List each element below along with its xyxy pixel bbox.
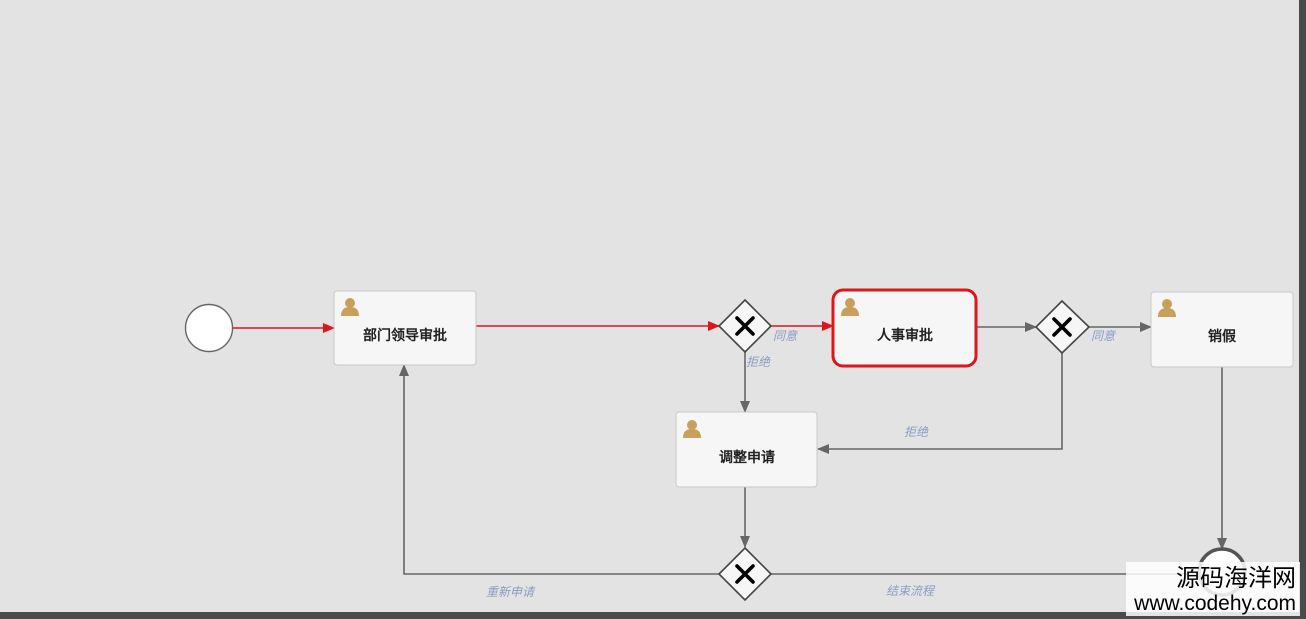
watermark-site-name: 源码海洋网 bbox=[1176, 564, 1296, 592]
label-g1-reject: 拒绝 bbox=[746, 355, 771, 369]
x-icon bbox=[1052, 317, 1072, 337]
gateway-g2[interactable] bbox=[1034, 299, 1091, 355]
task-leave-cancel[interactable]: 销假 bbox=[1150, 291, 1294, 368]
start-event[interactable] bbox=[184, 303, 234, 353]
scrollbar-track[interactable] bbox=[1299, 0, 1306, 619]
watermark: 源码海洋网 www.codehy.com bbox=[1126, 562, 1300, 616]
label-reapply: 重新申请 bbox=[486, 585, 536, 599]
task-label: 销假 bbox=[1208, 328, 1237, 345]
label-g2-reject: 拒绝 bbox=[904, 425, 929, 439]
task-adjust-application[interactable]: 调整申请 bbox=[675, 411, 818, 488]
task-label: 部门领导审批 bbox=[363, 327, 447, 344]
bottom-frame bbox=[0, 612, 1306, 619]
task-label: 人事审批 bbox=[877, 327, 933, 344]
label-g1-agree: 同意 bbox=[773, 329, 799, 343]
label-g2-agree: 同意 bbox=[1091, 329, 1117, 343]
x-icon bbox=[735, 316, 755, 336]
task-dept-approval[interactable]: 部门领导审批 bbox=[333, 290, 477, 366]
label-end-process: 结束流程 bbox=[886, 584, 936, 598]
x-icon bbox=[735, 564, 755, 584]
task-label: 调整申请 bbox=[719, 449, 775, 466]
flow-g3-to-dept[interactable] bbox=[399, 364, 719, 575]
gateway-g3[interactable] bbox=[717, 546, 773, 602]
flow-labels: 同意 拒绝 同意 拒绝 重新申请 结束流程 bbox=[486, 329, 1117, 599]
task-hr-approval[interactable]: 人事审批 bbox=[831, 288, 978, 368]
flow-g2-to-adjust[interactable] bbox=[817, 353, 1063, 454]
watermark-url: www.codehy.com bbox=[1134, 592, 1296, 615]
gateway-g1[interactable] bbox=[717, 298, 773, 354]
